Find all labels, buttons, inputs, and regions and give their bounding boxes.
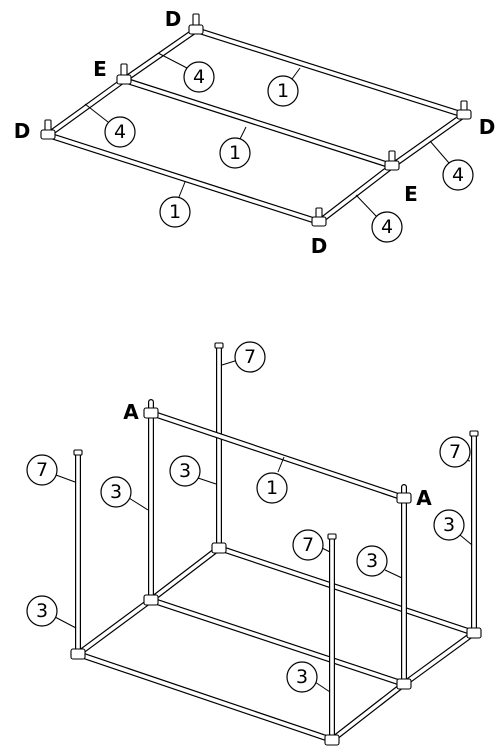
svg-text:7: 7: [244, 346, 256, 368]
pipe-middle-long: [121, 77, 395, 169]
svg-text:3: 3: [443, 514, 455, 536]
pipe-floor-front-long: [75, 651, 335, 743]
bottom-floor-pipes: [75, 545, 477, 743]
top-frame-pipes: [45, 27, 467, 225]
top-joint-labels: D E D D E D: [14, 7, 496, 258]
svg-text:4: 4: [114, 121, 126, 143]
pipe-cap: [214, 342, 224, 349]
svg-text:3: 3: [110, 481, 122, 503]
pipe-floor-left-short-back: [148, 545, 222, 603]
pipe-floor-left-short-front: [75, 597, 154, 657]
pipe-cap: [327, 533, 337, 540]
top-callouts: 4 1 4 1 1: [84, 52, 474, 243]
joint-label-d: D: [14, 119, 31, 143]
fitting-elbow: [396, 492, 412, 504]
pipe-cap: [73, 449, 83, 456]
bottom-joint-labels: A A: [123, 400, 432, 510]
pipe-left-short-back: [121, 27, 199, 83]
fitting-tee: [396, 678, 412, 690]
part-callout: 1: [159, 181, 191, 228]
part-callout: 3: [26, 595, 77, 629]
part-callout: 7: [221, 341, 266, 373]
pipe-floor-middle-long: [148, 597, 407, 687]
fitting-stub: [384, 150, 400, 171]
fitting-tee: [211, 542, 227, 554]
svg-text:3: 3: [36, 600, 48, 622]
svg-text:1: 1: [266, 477, 278, 499]
pipe-floor-right-short-front: [329, 681, 407, 743]
svg-text:1: 1: [277, 80, 289, 102]
part-callout: 3: [356, 545, 403, 579]
bottom-fittings: [70, 342, 482, 746]
bottom-legs: [75, 399, 477, 743]
pipe-floor-back-long: [216, 545, 477, 636]
svg-text:3: 3: [179, 460, 191, 482]
svg-text:1: 1: [229, 142, 241, 164]
svg-text:3: 3: [366, 550, 378, 572]
part-callout: 3: [433, 509, 473, 546]
pipe-back-long: [193, 27, 467, 118]
svg-text:7: 7: [36, 459, 48, 481]
joint-label-a: A: [416, 486, 432, 510]
svg-text:1: 1: [169, 201, 181, 223]
part-callout: 3: [100, 476, 149, 511]
part-callout: 1: [256, 456, 288, 504]
svg-text:4: 4: [193, 66, 205, 88]
fitting-tee: [70, 648, 86, 660]
fitting-tee: [324, 734, 340, 746]
part-callout: 4: [157, 52, 215, 93]
pipe-right-short-front: [316, 163, 395, 225]
fitting-tee: [466, 627, 482, 639]
joint-label-d: D: [311, 234, 328, 258]
part-callout: 4: [84, 103, 136, 148]
part-callout: 1: [219, 126, 251, 169]
pipe-left-short-front: [45, 77, 127, 138]
pipe-floor-right-short-back: [401, 630, 477, 687]
fitting-stub: [188, 13, 204, 35]
svg-text:3: 3: [296, 666, 308, 688]
svg-text:7: 7: [302, 534, 314, 556]
fitting-tee: [143, 594, 159, 606]
pipe-right-short-back: [389, 112, 467, 169]
part-callout: 7: [439, 436, 471, 468]
joint-label-e: E: [93, 57, 107, 81]
part-callout: 7: [26, 454, 76, 486]
pipe-top-raised: [148, 410, 407, 501]
svg-text:7: 7: [449, 441, 461, 463]
bottom-callouts: 7 3 1 7 3: [26, 341, 473, 693]
fitting-stub: [456, 100, 472, 120]
svg-text:4: 4: [452, 164, 464, 186]
part-callout: 4: [429, 140, 474, 191]
pipe-front-long: [45, 132, 322, 225]
joint-label-e: E: [404, 182, 418, 206]
fitting-elbow: [143, 407, 159, 419]
joint-label-a: A: [123, 400, 139, 424]
top-frame: D E D D E D 4 1 4: [14, 7, 496, 258]
joint-label-d: D: [165, 7, 182, 31]
part-callout: 3: [169, 455, 217, 487]
fitting-stub: [116, 63, 132, 85]
part-callout: 7: [292, 529, 331, 561]
top-frame-fittings: [40, 13, 472, 227]
pipe-cap: [469, 430, 479, 437]
joint-label-d: D: [479, 115, 496, 139]
part-callout: 4: [355, 194, 403, 243]
fitting-stub: [311, 207, 327, 227]
part-callout: 1: [267, 67, 301, 107]
fitting-stub: [40, 119, 56, 140]
bottom-frame: A A 7 3 1 7: [26, 341, 482, 746]
part-callout: 3: [286, 661, 331, 693]
svg-text:4: 4: [381, 216, 393, 238]
